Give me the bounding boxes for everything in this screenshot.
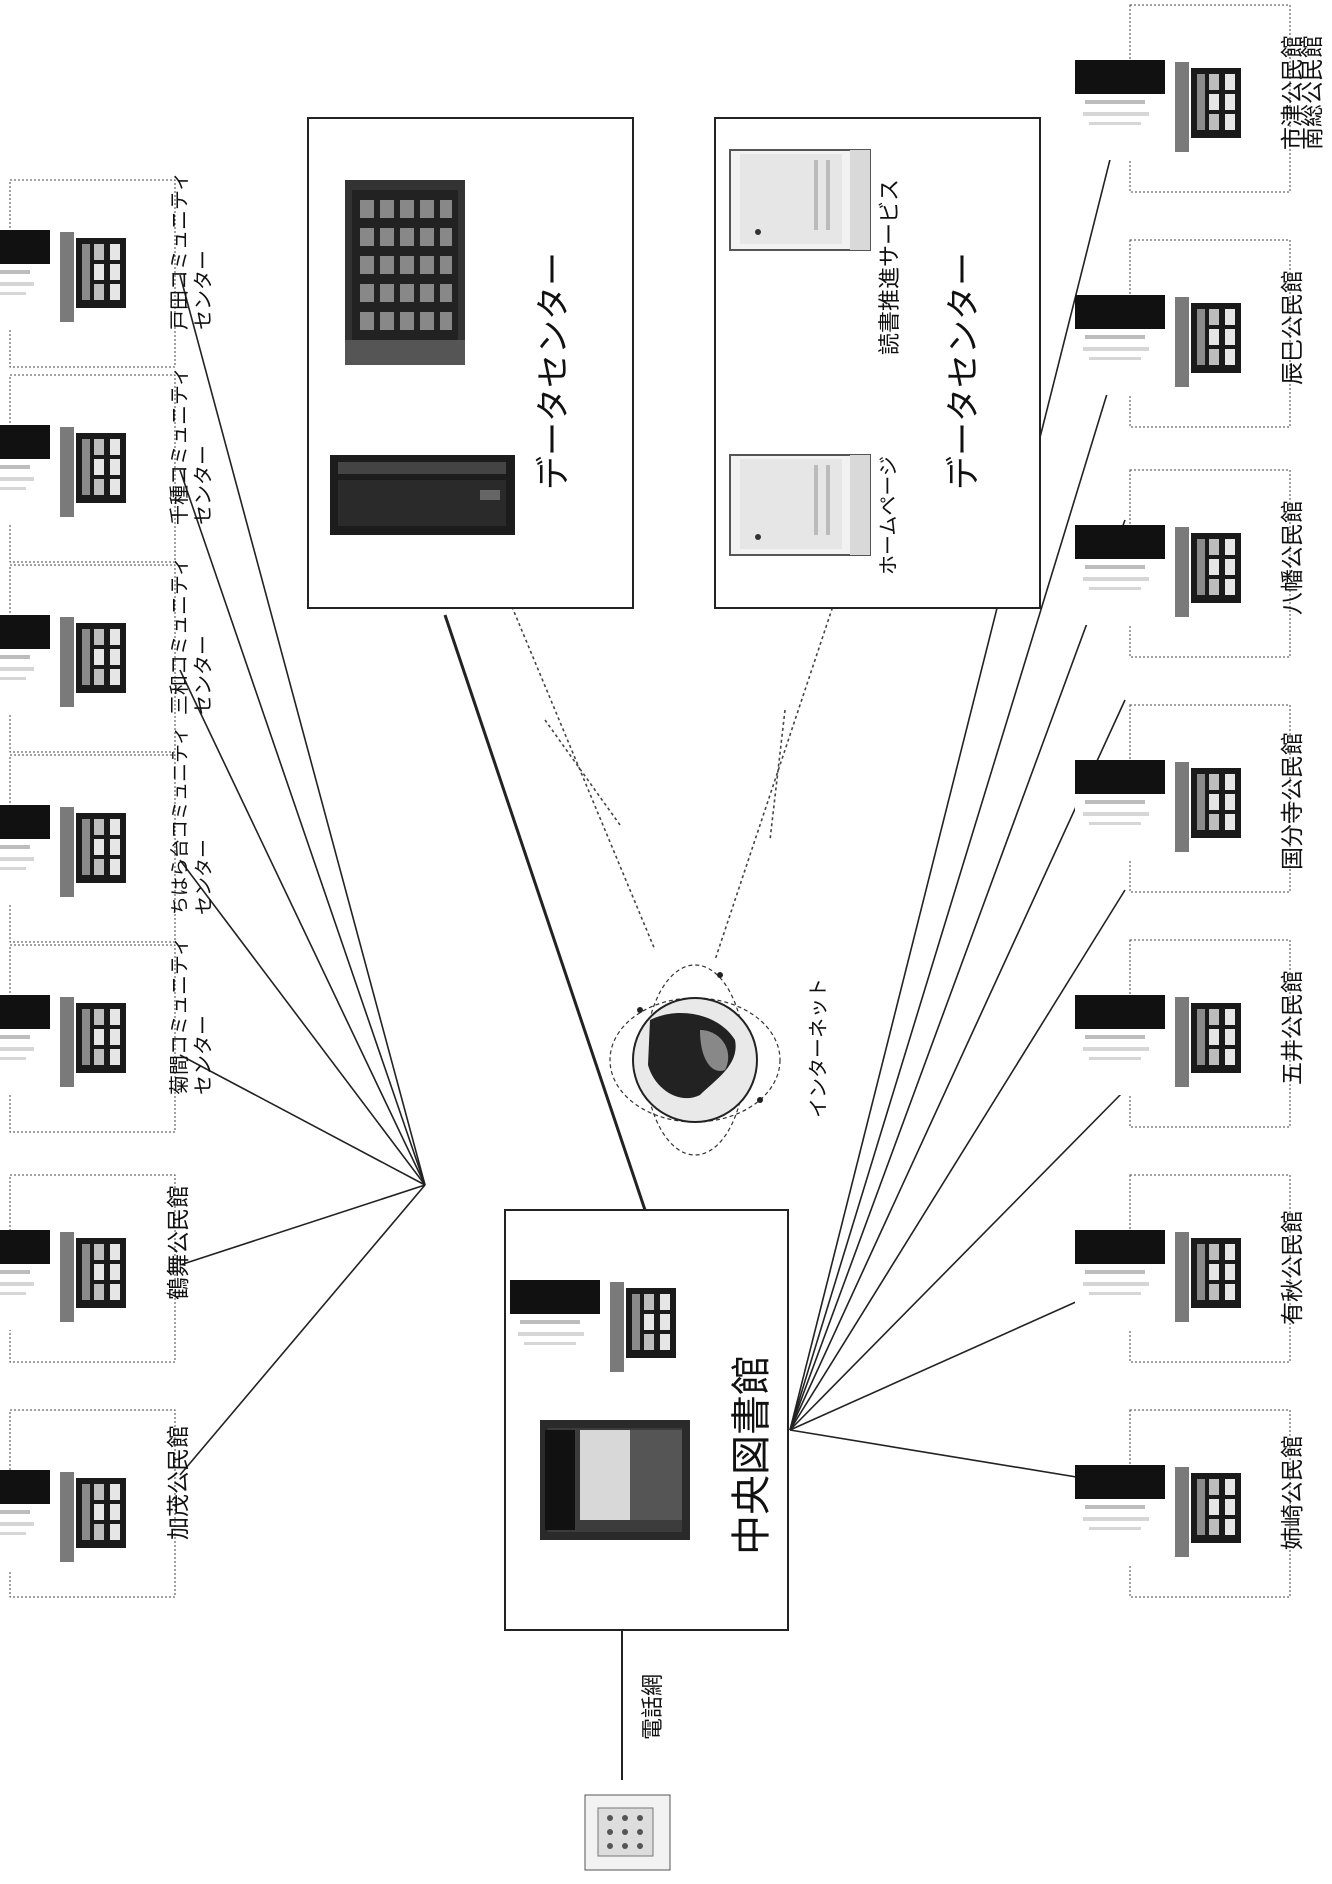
branch-label-kikuma-1: 菊間コミュニティ: [167, 936, 191, 1095]
link-sanwa: [179, 669, 426, 1186]
left-branches: 加茂公民館 鶴舞公民館 菊間コミュニティ センター ちはら台コミュニティ センタ…: [0, 171, 215, 1598]
telephone-icon: [584, 1794, 671, 1871]
homepage-label: ホームページ: [876, 456, 900, 575]
terminal-icon: [1075, 60, 1245, 160]
branch-label-toda-1: 戸田コミュニティ: [167, 171, 191, 330]
link-chikusa: [179, 469, 426, 1186]
datacenter-1-label: データセンター: [534, 252, 574, 490]
branch-label-sanwa-2: センター: [191, 635, 215, 715]
branch-label-chiharadai-1: ちはら台コミュニティ: [169, 726, 191, 915]
branch-label-sanwa-1: 三和コミュニティ: [167, 556, 191, 715]
branch-box-ichizu: 市津公民館: [1075, 4, 1306, 193]
datacenter-2-label: データセンター: [944, 252, 984, 490]
branch-label-tatsumi: 辰巳公民館: [1280, 270, 1306, 385]
datacenter-2: ホームページ 読書推進サービス データセンター: [714, 117, 1041, 609]
right-branches: 姉崎公民館 有秋公民館 五井公民館 国分寺公民館 八幡公民館 辰巳公民館: [1075, 4, 1306, 1598]
branch-label-goi: 五井公民館: [1280, 970, 1306, 1085]
link-chiharadai: [179, 859, 426, 1186]
connection-lines: [179, 99, 1126, 1780]
library-server-icon: [540, 1420, 690, 1540]
internet-label: インターネット: [806, 978, 830, 1118]
terminal-icon: [0, 805, 130, 905]
datacenter-1: データセンター: [307, 117, 634, 609]
branch-label-kamo: 加茂公民館: [166, 1425, 192, 1540]
branch-label-ichizu: 市津公民館: [1280, 35, 1306, 150]
branch-label-nanso: 南総公民館: [1300, 35, 1326, 150]
branch-label-toda-2: センター: [191, 250, 215, 330]
link-nanso: [789, 99, 1126, 1431]
phone-network-label: 電話網: [641, 1674, 666, 1740]
internet-lightning-1: [544, 719, 621, 826]
branch-box-anesaki: 姉崎公民館: [1075, 1409, 1306, 1598]
link-ichizu: [789, 334, 1126, 1431]
link-anesaki: [789, 1429, 1126, 1486]
server-icon: [729, 454, 871, 556]
branch-box-chikusa: 千種コミュニティ センター: [0, 366, 215, 563]
branch-box-tsurumai: 鶴舞公民館: [0, 1174, 192, 1363]
branch-box-yawata: 八幡公民館: [1075, 469, 1306, 658]
branch-label-anesaki: 姉崎公民館: [1280, 1435, 1306, 1550]
branch-box-ariaki: 有秋公民館: [1075, 1174, 1306, 1363]
branch-label-ariaki: 有秋公民館: [1280, 1210, 1306, 1325]
branch-label-kikuma-2: センター: [191, 1015, 215, 1095]
terminal-icon: [1075, 525, 1245, 625]
internet-lightning-2: [769, 709, 786, 841]
branch-box-tatsumi: 辰巳公民館: [1075, 239, 1306, 428]
branch-box-toda: 戸田コミュニティ センター: [0, 171, 215, 368]
branch-box-kikuma: 菊間コミュニティ センター: [0, 936, 215, 1133]
terminal-icon: [0, 1470, 130, 1570]
branch-box-sanwa: 三和コミュニティ センター: [0, 556, 215, 753]
terminal-icon: [1075, 760, 1245, 860]
central-library-label: 中央図書館: [729, 1355, 775, 1555]
internet-links: [504, 584, 841, 961]
link-datacenter-1: [443, 614, 647, 1211]
link-toda: [179, 274, 426, 1186]
terminal-icon: [1075, 995, 1245, 1095]
internet-globe: インターネット: [609, 964, 830, 1156]
link-kokubunji: [789, 889, 1126, 1431]
mainframe-icon: [345, 180, 465, 365]
terminal-icon: [1075, 1465, 1245, 1565]
branch-box-kamo: 加茂公民館: [0, 1409, 192, 1598]
branch-label-yawata: 八幡公民館: [1280, 500, 1306, 615]
branch-label-chiharadai-2: センター: [193, 839, 215, 915]
terminal-icon: [0, 230, 130, 330]
link-yawata: [789, 699, 1126, 1431]
terminal-icon: [0, 1230, 130, 1330]
branch-label-chikusa-2: センター: [191, 445, 215, 525]
terminal-icon: [0, 995, 130, 1095]
branch-label-kokubunji: 国分寺公民館: [1280, 732, 1306, 870]
branch-box-nanso: 南総公民館: [1300, 35, 1326, 150]
branch-box-chiharadai: ちはら台コミュニティ センター: [0, 726, 215, 943]
terminal-icon: [1075, 295, 1245, 395]
branch-label-chikusa-1: 千種コミュニティ: [167, 366, 191, 525]
storage-icon: [330, 455, 515, 535]
link-kamo: [179, 1184, 426, 1476]
reading-service-label: 読書推進サービス: [878, 179, 903, 355]
link-tatsumi: [789, 519, 1126, 1431]
branch-box-kokubunji: 国分寺公民館: [1075, 704, 1306, 893]
server-icon: [729, 149, 871, 251]
branch-label-tsurumai: 鶴舞公民館: [166, 1185, 192, 1300]
central-library: 中央図書館: [504, 1209, 789, 1631]
terminal-icon: [0, 615, 130, 715]
terminal-icon: [1075, 1230, 1245, 1330]
branch-box-goi: 五井公民館: [1075, 939, 1306, 1128]
link-ariaki: [789, 1279, 1126, 1431]
terminal-icon: [0, 425, 130, 525]
link-kikuma: [179, 1054, 426, 1186]
terminal-icon: [510, 1280, 680, 1380]
phone-network: 電話網: [584, 1674, 671, 1871]
link-goi: [789, 1089, 1126, 1431]
link-tsurumai: [179, 1184, 426, 1266]
